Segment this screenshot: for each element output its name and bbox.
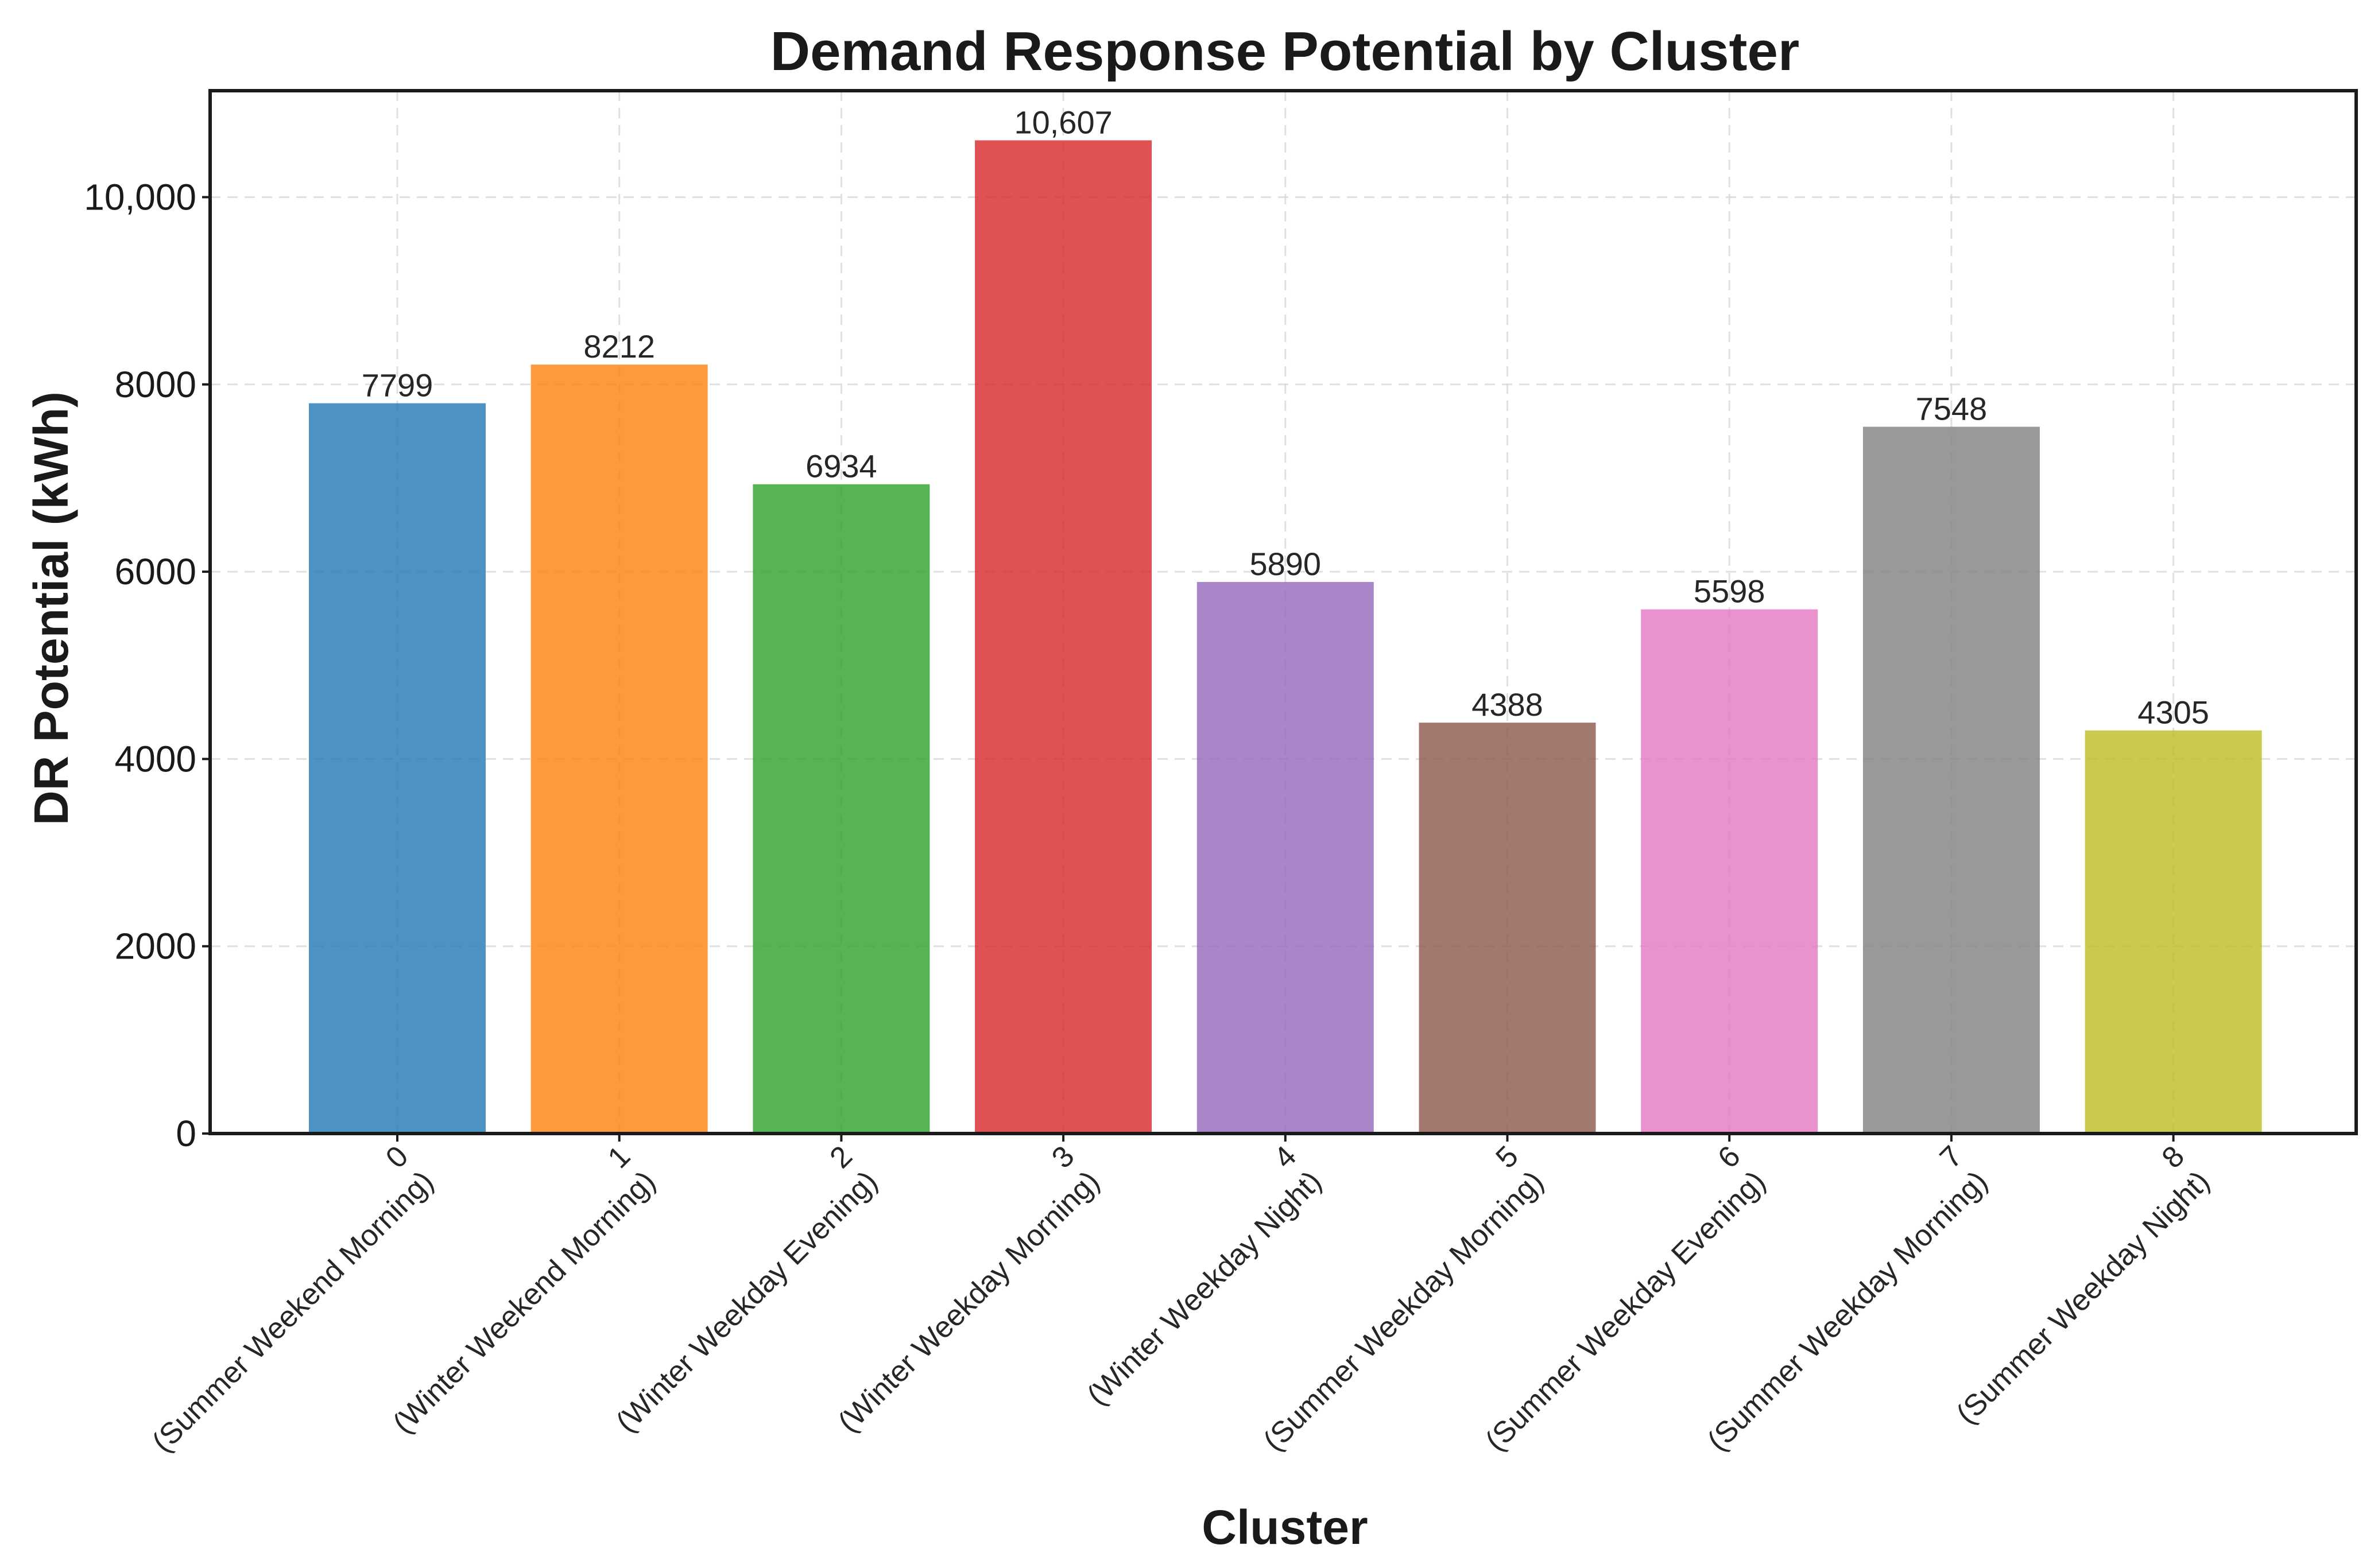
- bar-cluster-5: [1419, 723, 1596, 1134]
- data-label-layer: 7799 8212 6934 10,607 5890 4388 5598 7548 4305: [362, 104, 2209, 730]
- x-tick-label: 7(Summer Weekday Morning): [1676, 1139, 1994, 1457]
- bar-layer: [309, 140, 2262, 1134]
- bar-value-label: 7799: [362, 367, 433, 403]
- bar-value-label: 10,607: [1014, 104, 1112, 140]
- y-tick-label: 0: [176, 1113, 196, 1154]
- y-tick-label: 4000: [115, 738, 196, 779]
- chart-title: Demand Response Potential by Cluster: [770, 21, 1799, 82]
- bar-value-label: 8212: [583, 328, 655, 364]
- bar-value-label: 4388: [1471, 686, 1543, 723]
- plot-frame: [208, 89, 2358, 1135]
- bar-cluster-0: [309, 403, 486, 1134]
- y-tick-label: 10,000: [84, 177, 196, 218]
- bar-cluster-1: [530, 364, 708, 1134]
- y-tick-label: 2000: [115, 926, 196, 967]
- x-tick-label: 6(Summer Weekday Evening): [1454, 1139, 1772, 1457]
- y-tick-label: 6000: [115, 551, 196, 592]
- bar-cluster-2: [753, 484, 930, 1134]
- bar-cluster-8: [2085, 730, 2262, 1134]
- y-axis-label: DR Potential (kWh): [24, 391, 78, 825]
- bar-value-label: 4305: [2137, 694, 2209, 731]
- x-tick-label: 5(Summer Weekday Morning): [1232, 1139, 1550, 1457]
- bar-cluster-3: [975, 140, 1152, 1134]
- bar-value-label: 7548: [1916, 391, 1988, 427]
- y-tick-label: 8000: [115, 364, 196, 405]
- bar-value-label: 5598: [1694, 573, 1765, 610]
- x-axis-label: Cluster: [1202, 1500, 1368, 1554]
- bar-value-label: 5890: [1250, 546, 1322, 582]
- bar-cluster-6: [1641, 609, 1818, 1134]
- y-tick-layer: 0 2000 4000 6000 8000 10,000: [84, 177, 210, 1154]
- bar-cluster-7: [1862, 426, 2040, 1134]
- x-tick-layer: 0(Summer Weekend Morning)1(Winter Weeken…: [146, 1134, 2216, 1459]
- bar-value-label: 6934: [805, 448, 877, 484]
- bar-cluster-4: [1196, 582, 1374, 1134]
